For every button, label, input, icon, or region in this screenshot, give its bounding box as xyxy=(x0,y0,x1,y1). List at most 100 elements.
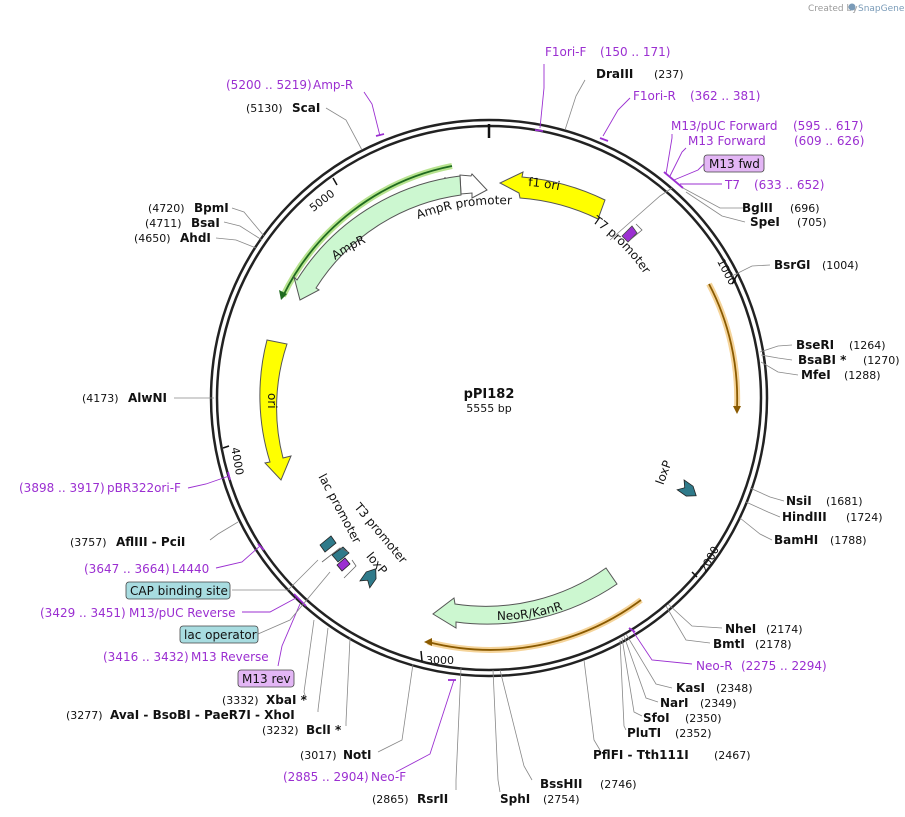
primer-l4440[interactable]: L4440 xyxy=(172,562,209,576)
primer-neo-f[interactable]: Neo-F xyxy=(371,770,406,784)
leader-nhei xyxy=(667,603,723,629)
enzyme-sphi-pos: (2754) xyxy=(543,793,580,806)
box-m13-fwd[interactable] xyxy=(703,154,765,173)
enzyme-bamhi-pos: (1788) xyxy=(830,534,867,547)
feature-ampr[interactable] xyxy=(293,175,462,301)
leader-pluti xyxy=(619,639,627,731)
feature-t3-promoter[interactable] xyxy=(336,557,351,572)
box-m13-rev[interactable] xyxy=(237,669,295,688)
primer-t7-range: (633 .. 652) xyxy=(754,178,824,192)
primer-amp-r[interactable]: Amp-R xyxy=(313,78,353,92)
enzyme-bglii[interactable]: BglII xyxy=(742,201,773,215)
primer-neo-r-range: (2275 .. 2294) xyxy=(741,659,827,673)
box-lac-operator[interactable] xyxy=(179,625,259,644)
primer-m13-reverse[interactable]: M13 Reverse xyxy=(191,650,269,664)
box-m13-rev-label: M13 rev xyxy=(242,672,291,686)
primer-m13-puc-forward[interactable]: M13/pUC Forward xyxy=(671,119,778,133)
primer-neo-r[interactable]: Neo-R xyxy=(696,659,733,673)
enzyme-bseri[interactable]: BseRI xyxy=(796,338,834,352)
feature-neor-kanr[interactable] xyxy=(432,567,618,629)
enzyme-bamhi[interactable]: BamHI xyxy=(774,533,818,547)
enzyme-ava-bsobi-paer7i-xhoi[interactable]: AvaI - BsoBI - PaeR7I - XhoI xyxy=(110,708,295,722)
leader-hindiii xyxy=(745,501,781,518)
leader-bsabi xyxy=(760,354,793,361)
enzyme-scai[interactable]: ScaI xyxy=(292,101,320,115)
enzyme-nsii[interactable]: NsiI xyxy=(786,494,812,508)
feature-t7-promoter[interactable] xyxy=(621,225,638,243)
primer-marker-amp-r xyxy=(375,133,385,137)
enzyme-kasi[interactable]: KasI xyxy=(676,681,705,695)
primer-m13-reverse-range: (3416 .. 3432) xyxy=(103,650,189,664)
primer-m13-forward[interactable]: M13 Forward xyxy=(688,134,766,148)
leader-noti xyxy=(377,663,414,753)
tick-3000 xyxy=(420,650,423,662)
enzyme-spei[interactable]: SpeI xyxy=(750,215,780,229)
leader-nari xyxy=(623,635,659,703)
enzyme-xbai-pos: (3332) xyxy=(222,694,259,707)
enzyme-bsshii[interactable]: BssHII xyxy=(540,777,582,791)
leader-spei xyxy=(685,191,746,223)
enzyme-bseri-pos: (1264) xyxy=(849,339,886,352)
orf-arc-right-halo xyxy=(706,282,741,409)
enzyme-kasi-pos: (2348) xyxy=(716,682,753,695)
enzyme-spei-pos: (705) xyxy=(797,216,827,229)
enzyme-bpmi-pos: (4720) xyxy=(148,202,185,215)
enzyme-xbai[interactable]: XbaI * xyxy=(266,693,308,707)
feature-ori[interactable] xyxy=(259,339,292,481)
box-lac-operator-label: lac operator xyxy=(184,628,257,642)
leader-lac-operator xyxy=(257,571,331,635)
snapgene-logo-icon xyxy=(848,3,856,11)
tick-label-3000: 3000 xyxy=(426,654,454,667)
enzyme-bmti[interactable]: BmtI xyxy=(713,637,745,651)
enzyme-bcli[interactable]: BclI * xyxy=(306,723,342,737)
primer-t7[interactable]: T7 xyxy=(724,178,740,192)
enzyme-sfoi[interactable]: SfoI xyxy=(643,711,670,725)
orf-arc-right xyxy=(708,283,739,409)
orf-arcs xyxy=(279,163,741,653)
enzyme-pluti[interactable]: PluTI xyxy=(627,726,661,740)
leader-bsai xyxy=(223,221,263,241)
enzyme-bsrgi[interactable]: BsrGI xyxy=(774,258,811,272)
enzyme-alwni[interactable]: AlwNI xyxy=(128,391,167,405)
leader-kasi xyxy=(625,633,673,689)
enzyme-ahdi[interactable]: AhdI xyxy=(180,231,211,245)
leader-bpmi xyxy=(231,207,265,237)
enzyme-rsrii[interactable]: RsrII xyxy=(417,792,448,806)
primer-f1ori-f[interactable]: F1ori-F xyxy=(545,45,586,59)
enzyme-alwni-pos: (4173) xyxy=(82,392,119,405)
feature-ampr-promoter[interactable] xyxy=(459,173,488,199)
feature-loxp-left[interactable] xyxy=(359,565,381,589)
enzyme-noti[interactable]: NotI xyxy=(343,748,372,762)
enzyme-bsshii-pos: (2746) xyxy=(600,778,637,791)
enzyme-hindiii[interactable]: HindIII xyxy=(782,510,827,524)
leader-bcli xyxy=(345,637,351,726)
leader-sfoi xyxy=(621,637,643,717)
enzyme-bsai-pos: (4711) xyxy=(145,217,182,230)
enzyme-afliii-pcii[interactable]: AflIII - PciI xyxy=(116,535,185,549)
primer-m13-puc-reverse[interactable]: M13/pUC Reverse xyxy=(129,606,236,620)
orf-arc-left-arrowhead xyxy=(279,290,287,300)
enzyme-draiii[interactable]: DraIII xyxy=(596,67,633,81)
primer-pbr322ori-f[interactable]: pBR322ori-F xyxy=(107,481,181,495)
credit-brand: SnapGene xyxy=(858,4,905,14)
feature-loxp-right[interactable] xyxy=(676,479,699,501)
enzyme-pflfi-tth111i[interactable]: PflFI - Tth111I xyxy=(593,748,689,762)
enzyme-leaders xyxy=(174,79,799,793)
primer-labels: F1ori-F (150 .. 171) F1ori-R (362 .. 381… xyxy=(19,45,864,784)
enzyme-nari[interactable]: NarI xyxy=(660,696,689,710)
feature-f1-ori[interactable] xyxy=(498,171,606,220)
primer-f1ori-f-range: (150 .. 171) xyxy=(600,45,670,59)
box-cap-binding-site[interactable] xyxy=(125,581,231,600)
leader-bamhi xyxy=(739,517,773,541)
enzyme-bsrgi-pos: (1004) xyxy=(822,259,859,272)
enzyme-nhei[interactable]: NheI xyxy=(725,622,756,636)
enzyme-bsabi[interactable]: BsaBI * xyxy=(798,353,847,367)
enzyme-sphi[interactable]: SphI xyxy=(500,792,530,806)
enzyme-bsai[interactable]: BsaI xyxy=(191,216,220,230)
feature-cap-binding-site[interactable] xyxy=(319,535,337,553)
primer-f1ori-r[interactable]: F1ori-R xyxy=(633,89,676,103)
leader-bsshii xyxy=(499,669,533,781)
enzyme-bpmi[interactable]: BpmI xyxy=(194,201,229,215)
enzyme-mfei[interactable]: MfeI xyxy=(801,368,831,382)
